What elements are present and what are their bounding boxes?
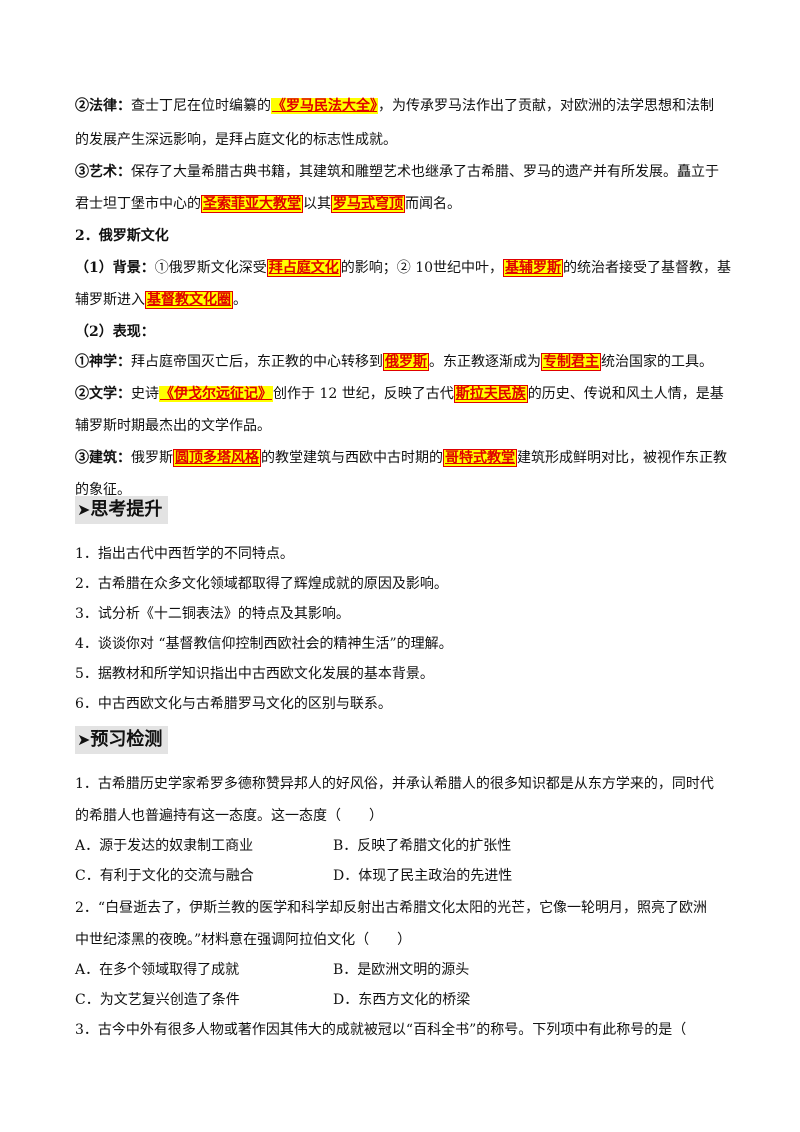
list-item: 4．谈谈你对 “基督教信仰控制西欧社会的精神生活”的理解。: [75, 636, 453, 652]
section-title: 预习检测: [90, 729, 163, 750]
label-theology: ①神学：: [75, 354, 131, 370]
option-d[interactable]: D．东西方文化的桥梁: [333, 992, 471, 1008]
label-law: ②法律：: [75, 98, 131, 114]
question-1-stem-cont: 的希腊人也普遍持有这一态度。这一态度（ ）: [75, 808, 383, 824]
list-item: 6．中古西欧文化与古希腊罗马文化的区别与联系。: [75, 696, 392, 712]
highlight-christian-culture: 基督教文化圈: [145, 291, 233, 309]
question-1-stem: 1．古希腊历史学家希罗多德称赞异邦人的好风俗，并承认希腊人的很多知识都是从东方学…: [75, 776, 714, 792]
question-2-options-row2: C．为文艺复兴创造了条件 D．东西方文化的桥梁: [75, 990, 470, 1010]
text: 的发展产生深远影响，是拜占庭文化的标志性成就。: [75, 132, 397, 148]
highlight-autocrat: 专制君主: [541, 353, 601, 371]
paragraph-literature-cont: 辅罗斯时期最杰出的文学作品。: [75, 416, 271, 436]
highlight-russia: 俄罗斯: [383, 353, 429, 371]
text: 。东正教逐渐成为: [429, 354, 541, 370]
section-heading-box: ➤思考提升: [75, 496, 169, 524]
list-item: 2．古希腊在众多文化领域都取得了辉煌成就的原因及影响。: [75, 576, 448, 592]
text: 的象征。: [75, 482, 131, 498]
question-1-options-row1: A．源于发达的奴隶制工商业 B．反映了希腊文化的扩张性: [75, 836, 511, 856]
highlight-dome-tower-style: 圆顶多塔风格: [173, 449, 261, 467]
paragraph-architecture: ③建筑：俄罗斯圆顶多塔风格的教堂建筑与西欧中古时期的哥特式教堂建筑形成鲜明对比，…: [75, 448, 727, 468]
list-item: 5．据教材和所学知识指出中古西欧文化发展的基本背景。: [75, 666, 434, 682]
list-item: 1．指出古代中西哲学的不同特点。: [75, 546, 294, 562]
highlight-hagia-sophia: 圣索菲亚大教堂: [201, 195, 303, 213]
arrow-icon: ➤: [77, 730, 91, 749]
text: ，为传承罗马法作出了贡献，对欧洲的法学思想和法制: [378, 98, 714, 114]
text: 的教堂建筑与西欧中古时期的: [261, 450, 443, 466]
section-heading-preview: ➤预习检测: [75, 726, 169, 754]
highlight-gothic-church: 哥特式教堂: [443, 449, 517, 467]
highlight-slavic-people: 斯拉夫民族: [453, 385, 528, 403]
heading-russian-culture: 2．俄罗斯文化: [75, 228, 169, 244]
option-a[interactable]: A．在多个领域取得了成就: [75, 962, 240, 978]
label-art: ③艺术：: [75, 164, 131, 180]
list-item: 3．试分析《十二铜表法》的特点及其影响。: [75, 606, 350, 622]
label-architecture: ③建筑：: [75, 450, 131, 466]
paragraph-law-cont: 的发展产生深远影响，是拜占庭文化的标志性成就。: [75, 130, 397, 150]
paragraph-law: ②法律：查士丁尼在位时编纂的《罗马民法大全》，为传承罗马法作出了贡献，对欧洲的法…: [75, 96, 714, 116]
question-2-options-row1: A．在多个领域取得了成就 B．是欧洲文明的源头: [75, 960, 469, 980]
text: 查士丁尼在位时编纂的: [131, 98, 271, 114]
paragraph-art-cont: 君士坦丁堡市中心的圣索菲亚大教堂以其罗马式穹顶而闻名。: [75, 194, 461, 214]
paragraph-literature: ②文学：史诗《伊戈尔远征记》创作于 12 世纪，反映了古代斯拉夫民族的历史、传说…: [75, 384, 724, 404]
text: 的统治者接受了基督教，基: [563, 260, 732, 276]
text: 统治国家的工具。: [601, 354, 713, 370]
label-performance: （2）表现：: [75, 324, 155, 340]
section-heading-thinking: ➤思考提升: [75, 496, 169, 524]
text: 而闻名。: [405, 196, 461, 212]
text: 以其: [303, 196, 331, 212]
paragraph-theology: ①神学：拜占庭帝国灭亡后，东正教的中心转移到俄罗斯。东正教逐渐成为专制君主统治国…: [75, 352, 713, 372]
question-2-stem-cont: 中世纪漆黑的夜晚。”材料意在强调阿拉伯文化（ ）: [75, 932, 412, 948]
option-d[interactable]: D．体现了民主政治的先进性: [333, 868, 513, 884]
text: 。: [233, 292, 247, 308]
question-3-stem: 3．古今中外有很多人物或著作因其伟大的成就被冠以“百科全书”的称号。下列项中有此…: [75, 1022, 687, 1038]
paragraph-architecture-cont: 的象征。: [75, 480, 131, 500]
highlight-kievan-rus: 基辅罗斯: [503, 259, 564, 277]
text: 史诗: [131, 386, 159, 402]
paragraph-background-cont: 辅罗斯进入基督教文化圈。: [75, 290, 247, 310]
highlight-byzantine-culture: 拜占庭文化: [266, 259, 341, 277]
question-1-options-row2: C．有利于文化的交流与融合 D．体现了民主政治的先进性: [75, 866, 512, 886]
text: 拜占庭帝国灭亡后，东正教的中心转移到: [131, 354, 383, 370]
label-background: （1）背景：: [75, 260, 155, 276]
text: 的历史、传说和风土人情，是基: [527, 386, 724, 402]
highlight-igor-campaign: 《伊戈尔远征记》: [159, 386, 273, 402]
text: 辅罗斯时期最杰出的文学作品。: [75, 418, 271, 434]
text: 辅罗斯进入: [75, 292, 145, 308]
option-c[interactable]: C．为文艺复兴创造了条件: [75, 992, 240, 1008]
text: 俄罗斯: [131, 450, 173, 466]
text: 君士坦丁堡市中心的: [75, 196, 201, 212]
highlight-roman-civil-law: 《罗马民法大全》: [271, 98, 378, 114]
text: 的影响；② 10世纪中叶，: [340, 260, 504, 276]
arrow-icon: ➤: [77, 500, 91, 519]
option-c[interactable]: C．有利于文化的交流与融合: [75, 868, 254, 884]
option-a[interactable]: A．源于发达的奴隶制工商业: [75, 838, 254, 854]
option-b[interactable]: B．反映了希腊文化的扩张性: [333, 838, 512, 854]
text: 保存了大量希腊古典书籍，其建筑和雕塑艺术也继承了古希腊、罗马的遗产并有所发展。矗…: [131, 164, 719, 180]
text: 创作于 12 世纪，反映了古代: [273, 386, 454, 402]
question-2-stem: 2．“白昼逝去了，伊斯兰教的医学和科学却反射出古希腊文化太阳的光芒，它像一轮明月…: [75, 900, 708, 916]
option-b[interactable]: B．是欧洲文明的源头: [333, 962, 470, 978]
section-heading-box: ➤预习检测: [75, 726, 169, 754]
label-literature: ②文学：: [75, 386, 131, 402]
highlight-roman-dome: 罗马式穹顶: [331, 195, 405, 213]
paragraph-art: ③艺术：保存了大量希腊古典书籍，其建筑和雕塑艺术也继承了古希腊、罗马的遗产并有所…: [75, 162, 719, 182]
text: 建筑形成鲜明对比，被视作东正教: [517, 450, 727, 466]
paragraph-background: （1）背景：①俄罗斯文化深受拜占庭文化的影响；② 10世纪中叶，基辅罗斯的统治者…: [75, 258, 731, 278]
section-title: 思考提升: [90, 499, 163, 520]
text: ①俄罗斯文化深受: [154, 260, 267, 276]
